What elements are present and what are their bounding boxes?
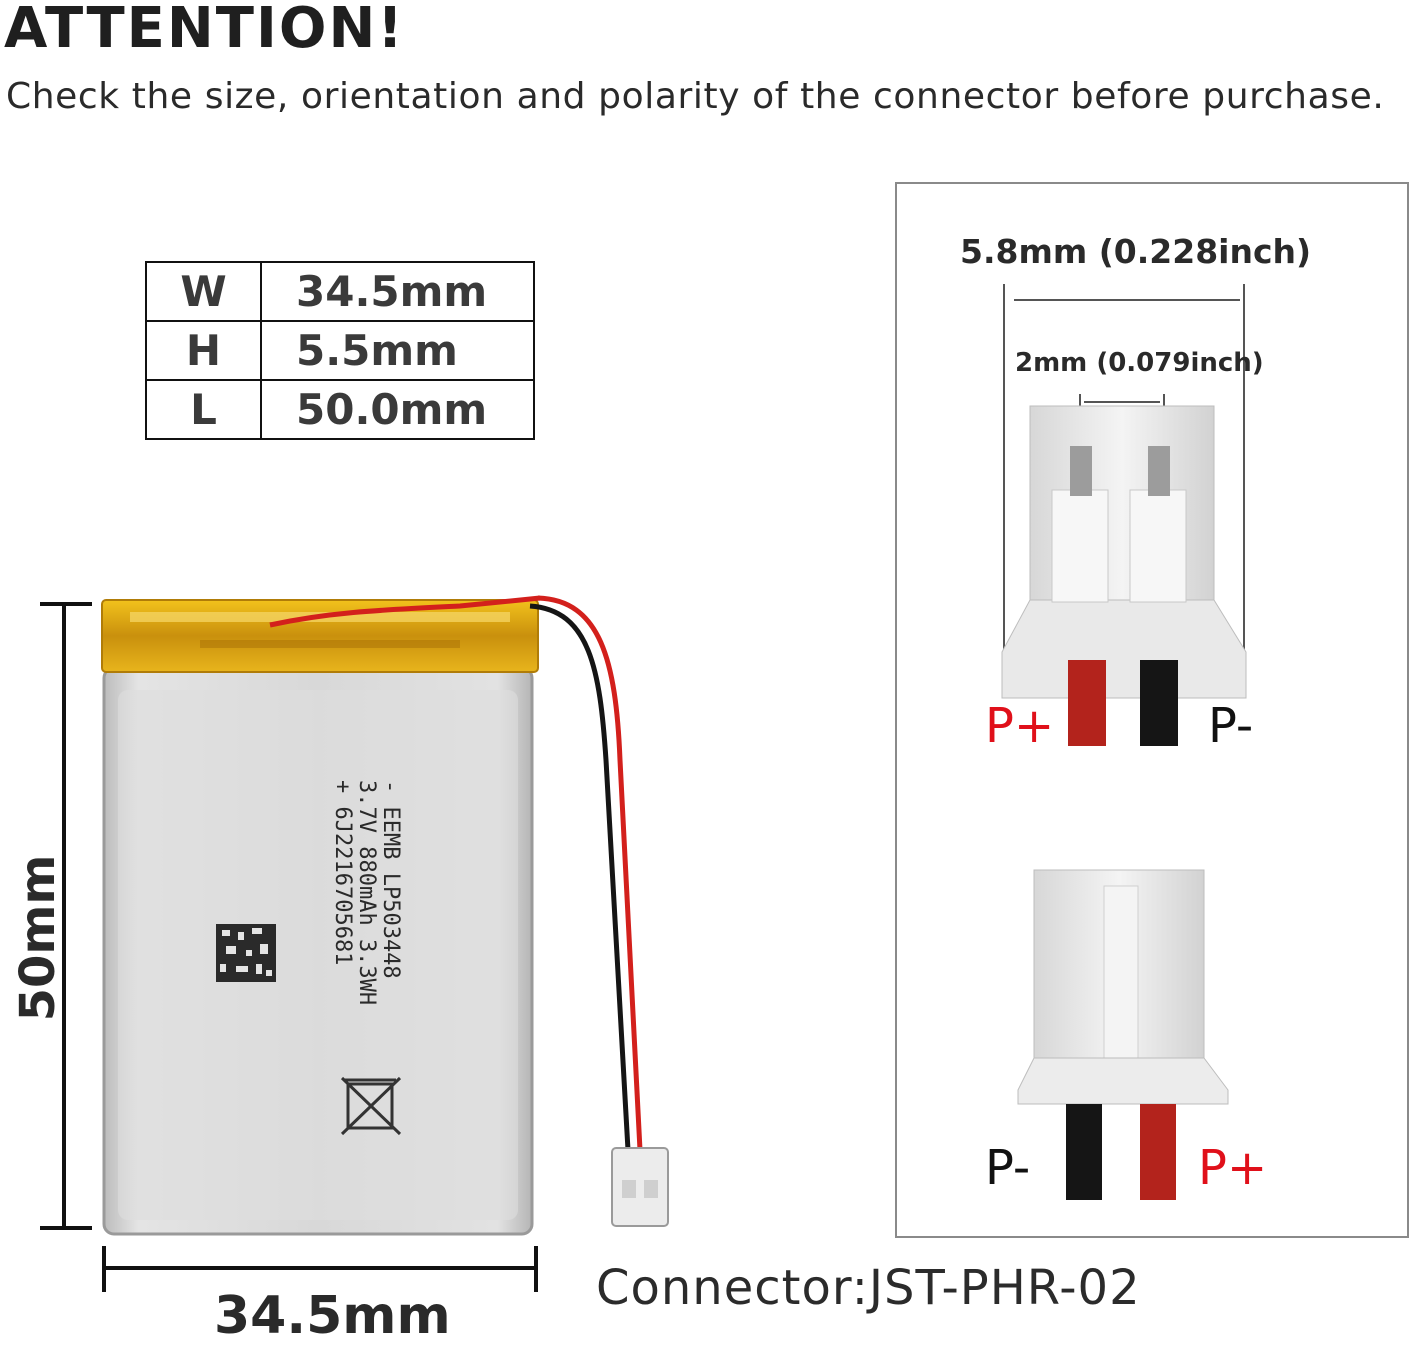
table-row: W 34.5mm: [145, 261, 535, 322]
connector-panel: [895, 182, 1409, 1238]
battery-label-line: - EEMB LP503448: [378, 780, 403, 979]
dimension-key: L: [145, 379, 262, 440]
dimensions-table: W 34.5mm H 5.5mm L 50.0mm: [145, 261, 535, 440]
page-title: ATTENTION!: [4, 0, 405, 61]
battery-height-label: 50mm: [10, 854, 66, 1022]
dimension-value: 34.5mm: [260, 261, 535, 322]
battery-label-line: 3.7V 880mAh 3.3WH: [354, 780, 379, 1006]
dimension-value: 50.0mm: [260, 379, 535, 440]
page-subtitle: Check the size, orientation and polarity…: [6, 76, 1385, 117]
connector-name: Connector:JST-PHR-02: [596, 1260, 1141, 1316]
connector-top-view: [1001, 284, 1247, 746]
bottom-positive-label: P+: [1198, 1140, 1268, 1196]
bottom-negative-label: P-: [985, 1140, 1031, 1196]
width-dimension-line: [102, 1246, 538, 1292]
table-row: H 5.5mm: [145, 320, 535, 381]
battery-width-label: 34.5mm: [214, 1286, 451, 1346]
dimension-key: W: [145, 261, 262, 322]
dimension-key: H: [145, 320, 262, 381]
battery-label-line: + 6J2216705681: [330, 780, 355, 966]
battery-label: - EEMB LP503448 3.7V 880mAh 3.3WH + 6J22…: [330, 780, 410, 1030]
table-row: L 50.0mm: [145, 379, 535, 440]
weee-icon: [340, 1076, 402, 1136]
connector-width-label: 5.8mm (0.228inch): [960, 232, 1312, 271]
height-dimension-line: [40, 602, 92, 1230]
battery-image: [101, 595, 669, 1236]
dimension-value: 5.5mm: [260, 320, 535, 381]
connector-pitch-label: 2mm (0.079inch): [1015, 348, 1264, 378]
top-negative-label: P-: [1208, 698, 1254, 754]
connector-bottom-view: [1017, 869, 1229, 1200]
top-positive-label: P+: [985, 698, 1055, 754]
